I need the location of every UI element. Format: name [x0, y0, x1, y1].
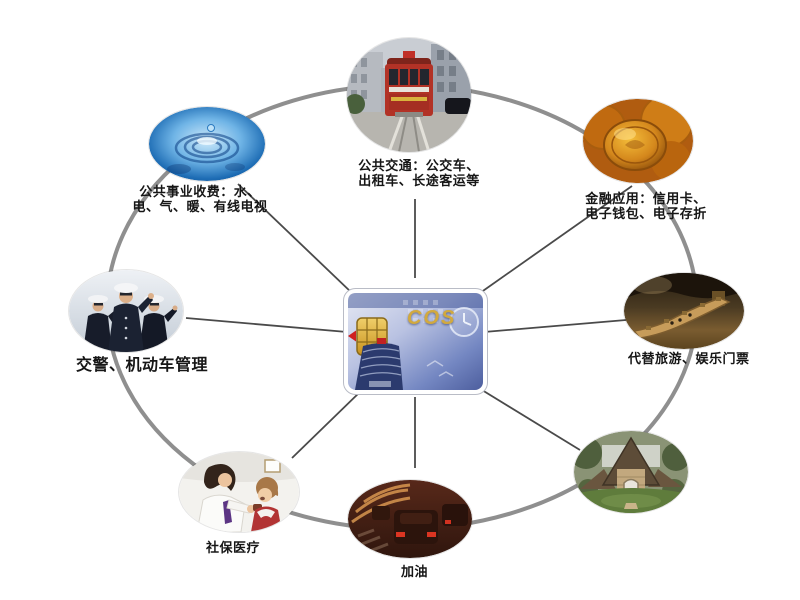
label-line: 公共交通：公交车、	[358, 158, 480, 173]
spoke-utilities	[237, 183, 353, 294]
label-police: 交警、机动车管理	[76, 357, 208, 375]
node-public-transport	[347, 38, 471, 152]
doctor-and-child-photo	[179, 452, 299, 532]
matrix-pattern	[403, 300, 443, 323]
label-line: 社保医疗	[206, 540, 261, 555]
center-smart-card: COS	[343, 288, 488, 395]
clock-motif	[449, 307, 479, 337]
node-house	[574, 431, 688, 513]
node-police	[69, 270, 183, 352]
label-line: 公共事业收费：水、	[139, 184, 261, 199]
node-medical	[179, 452, 299, 532]
night-traffic-photo	[348, 480, 472, 558]
node-fuel	[348, 480, 472, 558]
label-line: 金融应用：信用卡、	[585, 191, 707, 206]
label-line: 代替旅游、娱乐门票	[628, 351, 750, 366]
node-tourism	[624, 273, 744, 349]
gold-coins-photo	[583, 99, 693, 183]
label-utilities: 公共事业收费：水、 电、气、暖、有线电视	[111, 184, 289, 214]
node-finance	[583, 99, 693, 183]
label-line: 出租车、长途客运等	[358, 173, 480, 188]
smart-card-image	[343, 288, 488, 395]
node-utilities	[149, 107, 265, 181]
spoke-house	[481, 389, 581, 451]
label-tourism: 代替旅游、娱乐门票	[628, 351, 750, 366]
spoke-tourism	[483, 319, 627, 333]
spoke-finance	[479, 185, 633, 294]
label-line: 电、气、暖、有线电视	[132, 199, 268, 214]
spoke-medical	[291, 389, 363, 459]
spoke-police	[185, 317, 348, 333]
cottage-house-photo	[574, 431, 688, 513]
label-line: 电子钱包、电子存折	[585, 206, 707, 221]
label-fuel: 加油	[401, 564, 428, 579]
building-motif	[355, 338, 403, 390]
water-ripple-photo	[149, 107, 265, 181]
cable-car-street-photo	[347, 38, 471, 152]
police-officers-photo	[69, 270, 183, 352]
great-wall-photo	[624, 273, 744, 349]
label-line: 交警、机动车管理	[76, 357, 209, 374]
card-brand-text: COS	[407, 307, 457, 329]
label-public-transport: 公共交通：公交车、 出租车、长途客运等	[334, 158, 504, 188]
label-finance: 金融应用：信用卡、 电子钱包、电子存折	[557, 191, 735, 221]
red-arrow-icon	[348, 330, 356, 342]
bird-motif	[426, 360, 454, 377]
label-line: 加油	[401, 564, 429, 579]
label-medical: 社保医疗	[206, 540, 260, 555]
